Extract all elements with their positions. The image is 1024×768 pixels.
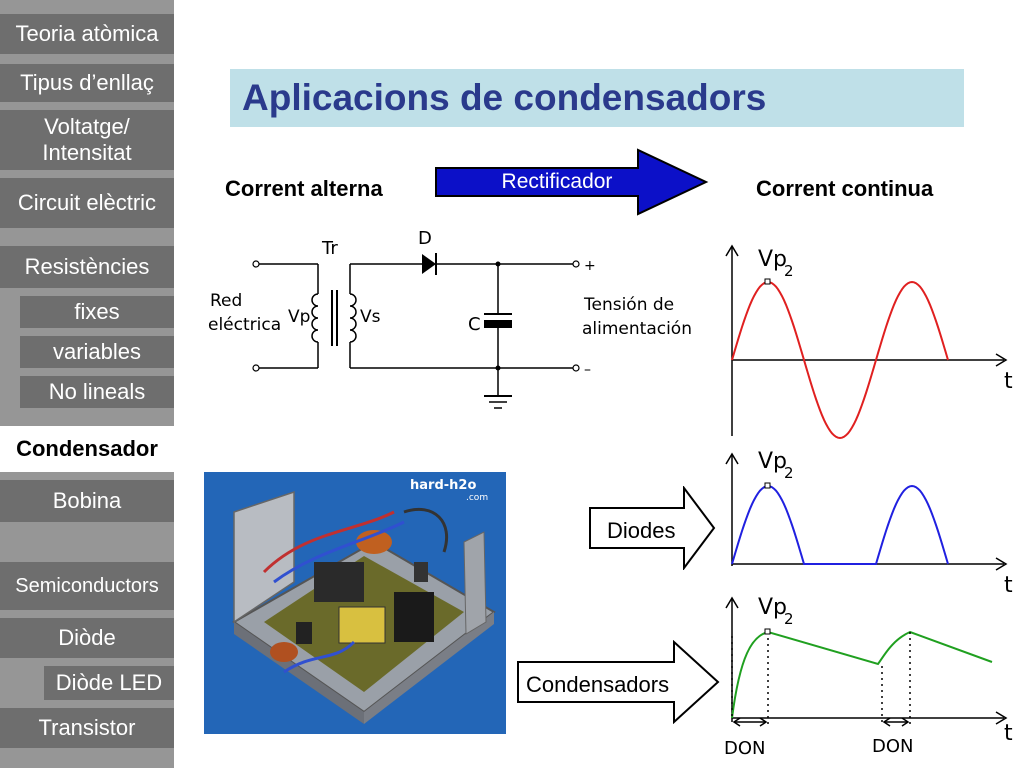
- vp2-label-2: Vp: [758, 449, 787, 474]
- transformer-label: Tr: [321, 238, 338, 259]
- vp2-sub-2: 2: [784, 464, 794, 482]
- nav-condensador[interactable]: Condensador: [0, 426, 174, 472]
- rectified-half-wave: [731, 484, 949, 565]
- nav-circuit-electric[interactable]: Circuit elèctric: [0, 178, 174, 228]
- nav-no-lineals[interactable]: No lineals: [20, 376, 174, 408]
- rectifier-label: Rectificador: [501, 170, 613, 193]
- waveform-graphs: Vp 2 Vp 2 Vp 2 t t t DON DON: [724, 244, 1013, 759]
- nav-diode-led[interactable]: Diòde LED: [44, 666, 174, 700]
- don-label-2: DON: [872, 736, 914, 757]
- nav-bobina[interactable]: Bobina: [0, 480, 174, 522]
- don-label-1: DON: [724, 738, 766, 759]
- nav-fixes[interactable]: fixes: [20, 296, 174, 328]
- vp-label: Vp: [288, 307, 310, 327]
- smoothed-dc-wave: [731, 630, 993, 719]
- tension-line2: alimentación: [582, 319, 692, 339]
- nav-tipus-enllac[interactable]: Tipus d’enllaç: [0, 64, 174, 102]
- minus-terminal-label: –: [584, 362, 591, 378]
- photo-watermark: hard-h2o: [410, 478, 476, 493]
- nav-variables[interactable]: variables: [20, 336, 174, 368]
- vp2-label-3: Vp: [758, 595, 787, 620]
- vp2-sub-1: 2: [784, 262, 794, 280]
- page-title: Aplicacions de condensadors: [242, 77, 767, 118]
- vp2-sub-3: 2: [784, 610, 794, 628]
- capacitors-label: Condensadors: [526, 672, 670, 697]
- vs-label: Vs: [360, 307, 381, 327]
- t-axis-label-3: t: [1004, 721, 1013, 746]
- diodes-label: Diodes: [607, 518, 676, 543]
- red-electrica-line1: Red: [210, 291, 242, 311]
- plus-terminal-label: +: [584, 258, 596, 274]
- rectifier-circuit-diagram: Tr D C Vp Vs Red eléctrica Tensión de al…: [208, 228, 692, 409]
- photo-watermark-sub: .com: [466, 493, 488, 503]
- capacitor-label: C: [468, 314, 481, 335]
- ac-label: Corrent alterna: [225, 176, 383, 201]
- red-electrica-line2: eléctrica: [208, 315, 281, 335]
- nav-teoria-atomica[interactable]: Teoria atòmica: [0, 14, 174, 54]
- t-axis-label-1: t: [1004, 369, 1013, 394]
- dc-label: Corrent continua: [756, 176, 934, 201]
- diode-label: D: [418, 228, 432, 249]
- tension-line1: Tensión de: [583, 295, 674, 315]
- nav-voltatge-intensitat[interactable]: Voltatge/ Intensitat: [0, 110, 174, 170]
- nav-diode[interactable]: Diòde: [0, 618, 174, 658]
- nav-transistor[interactable]: Transistor: [0, 708, 174, 748]
- diodes-arrow: [589, 486, 716, 570]
- capacitors-arrow: [517, 640, 720, 724]
- power-supply-photo: hard-h2o .com: [204, 472, 506, 734]
- nav-semiconductors[interactable]: Semiconductors: [0, 562, 174, 610]
- rectifier-arrow: [435, 148, 709, 216]
- title-bar: Aplicacions de condensadors: [230, 69, 964, 127]
- vp2-label-1: Vp: [758, 247, 787, 272]
- t-axis-label-2: t: [1004, 573, 1013, 598]
- sidebar: Teoria atòmica Tipus d’enllaç Voltatge/ …: [0, 0, 174, 768]
- nav-resistencies[interactable]: Resistències: [0, 246, 174, 288]
